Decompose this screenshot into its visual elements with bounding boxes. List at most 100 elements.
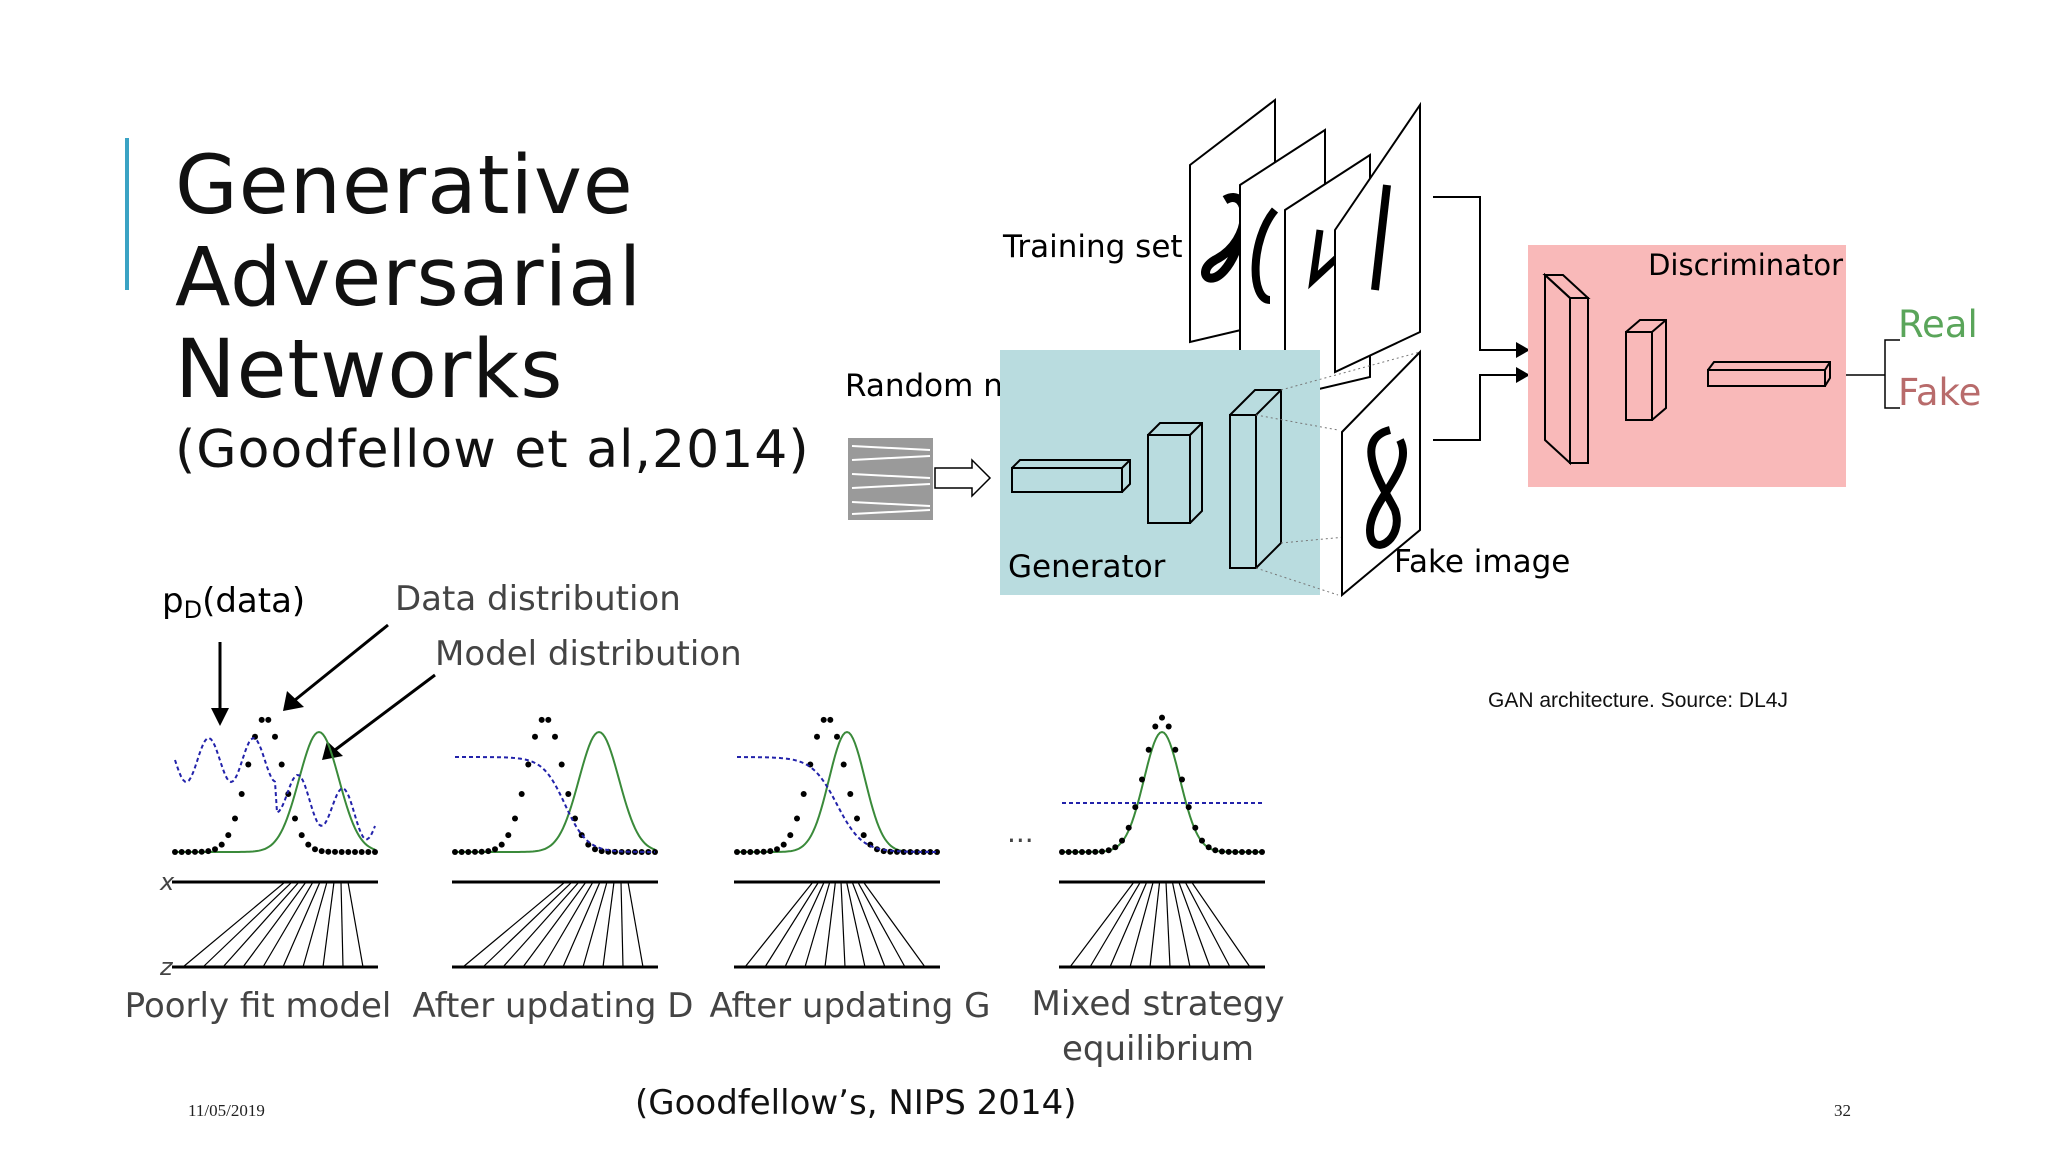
mapping-line <box>602 881 615 968</box>
title-line-3: Networks <box>175 323 564 417</box>
fake-image-label: Fake image <box>1394 544 1570 580</box>
mapping-line <box>482 881 573 968</box>
data-point <box>800 791 807 797</box>
z-axis-symbol: z <box>159 953 174 981</box>
model-curve-4 <box>1062 730 1262 853</box>
data-point <box>1125 824 1132 831</box>
data-point <box>338 849 345 855</box>
data-point <box>325 848 332 855</box>
mapping-line <box>340 881 344 968</box>
data-point <box>774 846 780 853</box>
data-point <box>372 849 378 855</box>
data-point <box>827 716 834 723</box>
mapping-line <box>1069 881 1135 968</box>
data-point <box>1225 848 1232 855</box>
data-point <box>854 815 860 822</box>
data-point <box>192 848 198 855</box>
panel-label-4b: equilibrium <box>1062 1029 1254 1069</box>
mapping-line <box>222 881 300 968</box>
data-point <box>458 849 465 855</box>
slide-title: Generative Adversarial Networks <box>175 140 642 416</box>
data-point <box>1085 849 1092 855</box>
data-point <box>558 761 565 768</box>
arrowhead-data <box>283 691 304 711</box>
mapping-line <box>182 881 286 968</box>
page-number: 32 <box>1834 1101 1851 1120</box>
model-curve-2 <box>455 730 656 853</box>
data-point <box>820 716 827 723</box>
output-fake: Fake <box>1898 371 1981 414</box>
discriminator-curve-2 <box>455 756 655 853</box>
distribution-panels <box>172 714 1265 969</box>
data-point <box>767 848 774 855</box>
data-point <box>198 848 205 855</box>
data-point <box>920 849 927 855</box>
data-point <box>585 841 592 848</box>
gan-architecture-diagram: Training set Random noise Generator Fake… <box>845 97 1981 598</box>
discriminator-curve-1 <box>174 736 376 841</box>
data-point <box>332 848 338 855</box>
mapping-line <box>542 881 594 968</box>
training-set-label: Training set <box>1002 229 1183 265</box>
data-point <box>258 716 265 723</box>
data-point <box>1112 844 1119 851</box>
mapping-line <box>262 881 314 968</box>
data-point <box>505 832 512 839</box>
data-point <box>312 846 318 853</box>
data-point <box>305 841 312 848</box>
mapping-line <box>627 881 644 968</box>
data-point <box>1119 837 1125 844</box>
data-point <box>185 849 192 855</box>
data-point <box>518 791 525 797</box>
data-point <box>1185 804 1192 811</box>
model-distribution-label: Model distribution <box>435 634 742 674</box>
data-point <box>498 841 505 848</box>
mapping-line <box>862 881 926 968</box>
data-point <box>318 848 325 855</box>
mapping-line <box>202 881 293 968</box>
data-point <box>525 761 532 768</box>
accent-bar <box>125 138 129 290</box>
data-point <box>598 848 605 855</box>
data-point <box>358 849 365 855</box>
data-distribution-label: Data distribution <box>395 580 681 619</box>
data-point <box>178 849 185 855</box>
data-point <box>245 761 252 768</box>
mapping-line <box>562 881 601 968</box>
data-point <box>1152 723 1159 730</box>
mapping-line <box>1149 881 1161 968</box>
mapping-line <box>804 881 831 968</box>
data-point <box>465 849 472 855</box>
fake-digit <box>1365 426 1407 549</box>
title-line-1: Generative <box>175 139 634 233</box>
mapping-line <box>347 881 364 968</box>
slide-subtitle: (Goodfellow et al,2014) <box>175 420 810 480</box>
mapping-line <box>744 881 814 968</box>
model-curve-1 <box>175 730 376 853</box>
data-point <box>747 849 754 855</box>
mapping-line <box>1191 881 1251 968</box>
discriminator-block <box>1528 245 1846 487</box>
data-point <box>1132 804 1139 811</box>
fake-image-card <box>1341 349 1421 598</box>
data-point <box>914 849 920 855</box>
data-point <box>472 848 478 855</box>
panel-label-3: After updating G <box>709 986 990 1026</box>
data-point <box>365 849 372 855</box>
data-point <box>1099 848 1105 855</box>
data-point <box>1212 847 1219 854</box>
data-point <box>485 848 492 855</box>
panel-label-4a: Mixed strategy <box>1032 984 1285 1024</box>
data-point <box>272 733 278 740</box>
data-point <box>1105 847 1112 854</box>
mapping-line <box>1129 881 1154 968</box>
data-point <box>1259 849 1265 855</box>
data-point <box>1232 849 1239 855</box>
data-point <box>1145 746 1152 753</box>
noise-arrow <box>934 458 992 498</box>
mapping-line <box>302 881 328 968</box>
data-point <box>1165 723 1172 730</box>
data-point <box>172 849 178 855</box>
mapping-line <box>582 881 608 968</box>
data-point <box>492 846 498 853</box>
